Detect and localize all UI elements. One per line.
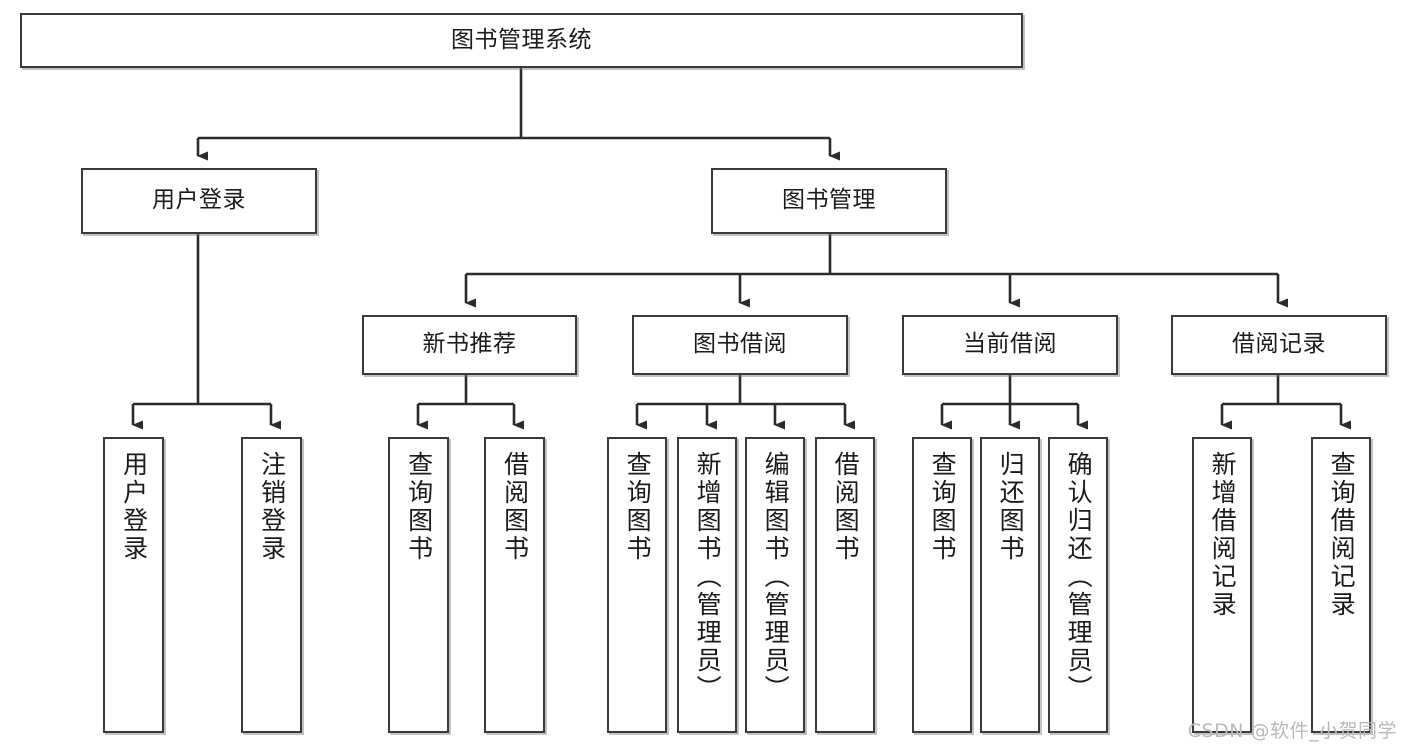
node-new-book-recommend[interactable]: 新书推荐 (362, 315, 577, 375)
node-leaf-edit-book-label: 编辑图书（管理员） (761, 451, 791, 703)
node-leaf-logout-login[interactable]: 注销登录 (241, 437, 302, 733)
node-leaf-query-book-1-label: 查询图书 (404, 451, 434, 563)
node-leaf-logout-login-label: 注销登录 (257, 451, 287, 563)
node-leaf-borrow-book-2-label: 借阅图书 (831, 451, 861, 563)
node-leaf-add-record[interactable]: 新增借阅记录 (1192, 437, 1252, 733)
node-root-label: 图书管理系统 (451, 26, 592, 53)
node-leaf-query-record[interactable]: 查询借阅记录 (1311, 437, 1371, 733)
node-leaf-edit-book[interactable]: 编辑图书（管理员） (745, 437, 805, 733)
node-leaf-return-book-label: 归还图书 (996, 451, 1026, 563)
node-root[interactable]: 图书管理系统 (20, 13, 1023, 68)
node-leaf-query-book-2-label: 查询图书 (623, 451, 653, 563)
node-user-login-label: 用户登录 (152, 187, 246, 214)
node-book-borrow-label: 图书借阅 (693, 331, 787, 358)
node-leaf-add-book-label: 新增图书（管理员） (693, 451, 723, 703)
node-book-manage-label: 图书管理 (782, 187, 876, 214)
csdn-watermark: CSDN @软件_小贺同学 (1187, 720, 1397, 742)
node-leaf-user-login-label: 用户登录 (119, 451, 149, 563)
node-borrow-record[interactable]: 借阅记录 (1171, 315, 1387, 375)
node-leaf-query-book-2[interactable]: 查询图书 (607, 437, 667, 733)
node-leaf-query-book-3[interactable]: 查询图书 (912, 437, 972, 733)
node-leaf-add-book[interactable]: 新增图书（管理员） (677, 437, 737, 733)
node-current-borrow[interactable]: 当前借阅 (902, 315, 1118, 375)
node-user-login[interactable]: 用户登录 (81, 168, 317, 234)
node-leaf-add-record-label: 新增借阅记录 (1208, 451, 1238, 619)
node-leaf-query-book-1[interactable]: 查询图书 (388, 437, 449, 733)
node-current-borrow-label: 当前借阅 (963, 331, 1057, 358)
node-book-borrow[interactable]: 图书借阅 (632, 315, 848, 375)
node-leaf-user-login[interactable]: 用户登录 (103, 437, 164, 733)
node-leaf-borrow-book-1-label: 借阅图书 (500, 451, 530, 563)
node-leaf-query-record-label: 查询借阅记录 (1327, 451, 1357, 619)
node-leaf-confirm-return[interactable]: 确认归还（管理员） (1048, 437, 1108, 733)
node-leaf-confirm-return-label: 确认归还（管理员） (1064, 451, 1094, 703)
node-leaf-query-book-3-label: 查询图书 (928, 451, 958, 563)
node-leaf-borrow-book-2[interactable]: 借阅图书 (815, 437, 875, 733)
node-new-book-recommend-label: 新书推荐 (422, 331, 517, 358)
node-book-manage[interactable]: 图书管理 (711, 168, 947, 234)
node-borrow-record-label: 借阅记录 (1232, 331, 1326, 358)
node-leaf-return-book[interactable]: 归还图书 (980, 437, 1040, 733)
node-leaf-borrow-book-1[interactable]: 借阅图书 (484, 437, 545, 733)
